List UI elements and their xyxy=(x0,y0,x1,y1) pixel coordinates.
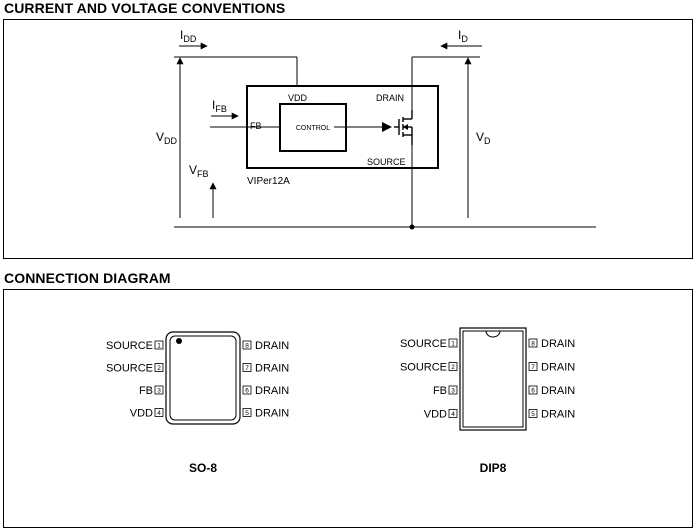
dip8-pin-number: 5 xyxy=(531,411,535,418)
dip8-pin-number: 2 xyxy=(451,364,455,371)
section-title-conventions: CURRENT AND VOLTAGE CONVENTIONS xyxy=(4,0,286,16)
so8-pin-box xyxy=(242,340,252,350)
driver-triangle-icon xyxy=(382,122,392,132)
dip8-pin-number: 7 xyxy=(531,364,535,371)
dip8-pin-label: SOURCE xyxy=(400,338,447,350)
chip-source-label: SOURCE xyxy=(367,157,406,167)
so8-pin-number: 6 xyxy=(245,388,249,395)
so8-pin-label: DRAIN xyxy=(255,385,289,397)
so8-pin-box xyxy=(242,363,252,372)
chip-drain-label: DRAIN xyxy=(376,93,404,103)
dip8-pin-label: DRAIN xyxy=(541,338,575,350)
so8-pin-label: DRAIN xyxy=(255,408,289,420)
dip8-caption: DIP8 xyxy=(480,461,507,475)
dip8-pin-label: DRAIN xyxy=(541,409,575,421)
dip8-notch xyxy=(485,330,501,338)
dip8-pin-label: DRAIN xyxy=(541,362,575,374)
so8-package-inner xyxy=(169,335,237,421)
viper-chip-outline xyxy=(246,85,439,169)
circuit-wiring xyxy=(174,56,596,228)
dip8-pin-label: FB xyxy=(433,385,447,397)
so8-pin-box xyxy=(154,408,164,417)
control-block xyxy=(279,103,347,152)
dip8-pin-box xyxy=(528,362,538,371)
section-title-connection: CONNECTION DIAGRAM xyxy=(4,270,171,286)
so8-pin-box xyxy=(154,340,164,350)
so8-package-outer xyxy=(165,331,241,425)
dip8-pin-box xyxy=(448,338,458,348)
dip8-pin-label: SOURCE xyxy=(400,362,447,374)
conventions-frame xyxy=(3,19,693,259)
vfb-voltage-label: VFB xyxy=(189,163,209,179)
dip8-pin-box xyxy=(528,409,538,418)
so8-pin-number: 5 xyxy=(245,410,249,417)
so8-pin-label: DRAIN xyxy=(255,340,289,352)
dip8-pin-label: VDD xyxy=(424,409,447,421)
so8-pin-box xyxy=(242,408,252,417)
so8-pin-label: FB xyxy=(139,385,153,397)
so8-pin-number: 7 xyxy=(245,365,249,372)
so8-caption: SO-8 xyxy=(189,461,217,475)
dip8-pin-box xyxy=(528,338,538,348)
so8-pin-number: 4 xyxy=(157,410,161,417)
so8-pin-number: 3 xyxy=(157,388,161,395)
chip-fb-label: FB xyxy=(250,121,262,131)
id-label: ID xyxy=(458,28,468,44)
dip8-pin-number: 3 xyxy=(451,388,455,395)
dip8-package-inner xyxy=(462,330,524,428)
chip-name-label: VIPer12A xyxy=(247,176,290,187)
dip8-pin-label: DRAIN xyxy=(541,385,575,397)
ifb-label: IFB xyxy=(212,98,227,114)
dip8-pin-box xyxy=(448,385,458,395)
dip8-pin-number: 4 xyxy=(451,411,455,418)
mosfet-icon xyxy=(394,110,413,145)
dip8-package-outer xyxy=(459,327,527,431)
so8-pin-number: 8 xyxy=(245,343,249,350)
dip8-pin-number: 6 xyxy=(531,388,535,395)
vdd-voltage-label: VDD xyxy=(156,130,178,146)
so8-pin-number: 1 xyxy=(157,343,161,350)
dip8-pin-box xyxy=(448,362,458,371)
idd-label: IDD xyxy=(180,28,197,44)
mosfet-arrow-icon xyxy=(403,124,408,130)
so8-pin-label: VDD xyxy=(130,408,153,420)
dip8-pin-number: 8 xyxy=(531,341,535,348)
vd-voltage-label: VD xyxy=(476,130,491,146)
chip-vdd-label: VDD xyxy=(288,93,308,103)
so8-pin-box xyxy=(154,363,164,372)
so8-pin-box xyxy=(242,385,252,395)
control-label: CONTROL xyxy=(296,125,330,132)
so8-pin-label: DRAIN xyxy=(255,363,289,375)
so8-pin1-dot xyxy=(176,338,182,344)
dip8-pin-number: 1 xyxy=(451,341,455,348)
so8-pin-number: 2 xyxy=(157,365,161,372)
connection-frame xyxy=(3,289,693,528)
ground-junction-dot xyxy=(409,224,415,230)
so8-pin-label: SOURCE xyxy=(106,363,153,375)
dip8-pin-box xyxy=(448,409,458,418)
dip8-pin-box xyxy=(528,385,538,395)
so8-pin-label: SOURCE xyxy=(106,340,153,352)
so8-pin-box xyxy=(154,385,164,395)
